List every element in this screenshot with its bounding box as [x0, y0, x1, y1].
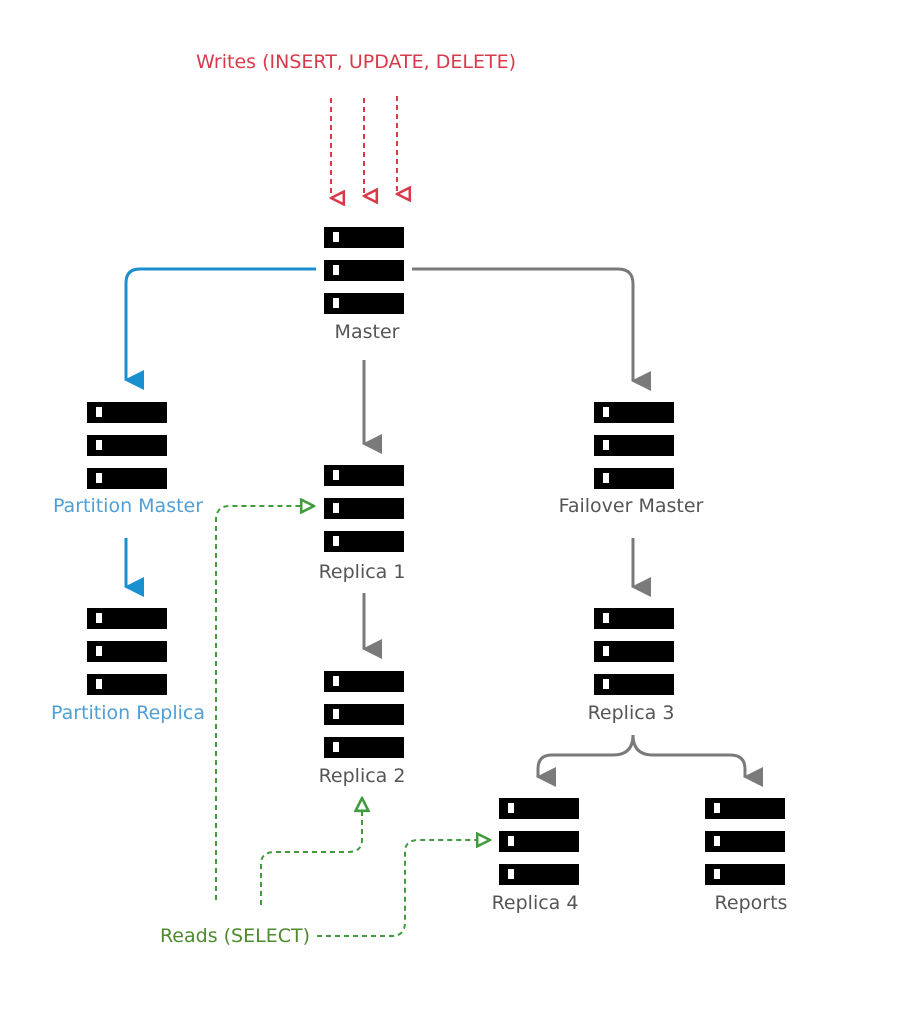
server-indicator [333, 536, 339, 546]
server-icon-replica-1 [324, 465, 404, 552]
server-unit [87, 608, 167, 629]
server-label-replica-4: Replica 4 [491, 892, 579, 914]
server-unit [87, 435, 167, 456]
write-arrows [331, 96, 397, 198]
server-unit [324, 737, 404, 758]
server-indicator [603, 473, 609, 483]
arrow-master-to-partition-master [124, 267, 316, 390]
server-indicator [714, 836, 720, 846]
server-unit [324, 671, 404, 692]
server-label-failover-master: Failover Master [558, 495, 704, 517]
server-unit [499, 831, 579, 852]
server-unit [594, 608, 674, 629]
writes-label: Writes (INSERT, UPDATE, DELETE) [195, 51, 517, 73]
server-indicator [333, 298, 339, 308]
server-indicator [96, 473, 102, 483]
server-label-replica-2: Replica 2 [318, 765, 406, 787]
server-unit [594, 674, 674, 695]
server-indicator [603, 407, 609, 417]
server-unit [499, 798, 579, 819]
server-indicator [96, 440, 102, 450]
read-arrow-to-replica-1 [215, 506, 314, 900]
server-icon-replica-3 [594, 608, 674, 695]
server-unit [324, 531, 404, 552]
server-indicator [508, 836, 514, 846]
server-unit [705, 798, 785, 819]
arrow-replica-3-to-replica-4 [536, 734, 635, 787]
reads-label: Reads (SELECT) [159, 925, 310, 947]
server-unit [324, 498, 404, 519]
server-unit [594, 402, 674, 423]
server-unit [87, 641, 167, 662]
server-indicator [96, 407, 102, 417]
server-indicator [96, 646, 102, 656]
arrow-replica-3-to-reports [631, 734, 763, 787]
server-indicator [714, 803, 720, 813]
server-indicator [603, 613, 609, 623]
server-unit [594, 468, 674, 489]
server-icon-replica-4 [499, 798, 579, 885]
replication-arrows [362, 267, 763, 787]
server-unit [499, 864, 579, 885]
server-unit [324, 260, 404, 281]
read-arrow-to-replica-2 [260, 798, 362, 905]
server-unit [324, 293, 404, 314]
server-unit [324, 465, 404, 486]
server-label-reports: Reports [714, 892, 788, 914]
server-icon-partition-master [87, 402, 167, 489]
server-icon-failover-master [594, 402, 674, 489]
server-indicator [603, 646, 609, 656]
server-unit [324, 704, 404, 725]
server-unit [594, 641, 674, 662]
server-indicator [333, 470, 339, 480]
server-unit [705, 864, 785, 885]
server-indicator [96, 679, 102, 689]
server-indicator [333, 709, 339, 719]
server-unit [594, 435, 674, 456]
server-icon-master [324, 227, 404, 314]
server-indicator [508, 869, 514, 879]
read-arrows [215, 506, 490, 937]
server-label-partition-replica: Partition Replica [51, 702, 205, 724]
server-indicator [603, 440, 609, 450]
server-icon-replica-2 [324, 671, 404, 758]
read-arrow-to-replica-4 [317, 840, 490, 937]
server-unit [87, 468, 167, 489]
server-indicator [333, 232, 339, 242]
arrow-master-to-failover-master [412, 267, 651, 391]
server-label-master: Master [334, 321, 400, 343]
servers [87, 227, 785, 885]
server-icon-reports [705, 798, 785, 885]
server-label-replica-1: Replica 1 [318, 561, 406, 583]
server-indicator [508, 803, 514, 813]
server-unit [87, 674, 167, 695]
partition-arrows [124, 267, 316, 597]
server-unit [87, 402, 167, 423]
server-indicator [333, 265, 339, 275]
server-unit [705, 831, 785, 852]
server-indicator [96, 613, 102, 623]
server-indicator [333, 503, 339, 513]
server-icon-partition-replica [87, 608, 167, 695]
server-indicator [333, 676, 339, 686]
server-indicator [603, 679, 609, 689]
server-label-replica-3: Replica 3 [587, 702, 675, 724]
server-indicator [333, 742, 339, 752]
server-label-partition-master: Partition Master [52, 495, 204, 517]
server-unit [324, 227, 404, 248]
server-indicator [714, 869, 720, 879]
